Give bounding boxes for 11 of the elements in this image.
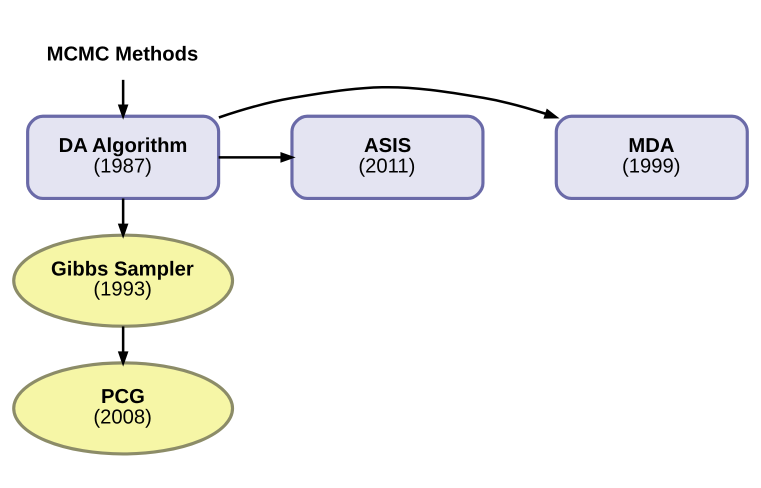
node-box: MDA (1999) (554, 114, 749, 200)
arrow (118, 198, 128, 239)
node-box: DA Algorithm (1987) (26, 114, 220, 200)
node-ellipse: Gibbs Sampler (1993) (12, 234, 234, 328)
node-ellipse: PCG (2008) (12, 361, 234, 456)
arrow (218, 86, 560, 119)
arrow (118, 326, 128, 367)
arrow (118, 80, 128, 120)
node-box: ASIS (2011) (290, 114, 485, 200)
node-text: MCMC Methods (46, 43, 198, 66)
arrow (218, 152, 296, 163)
